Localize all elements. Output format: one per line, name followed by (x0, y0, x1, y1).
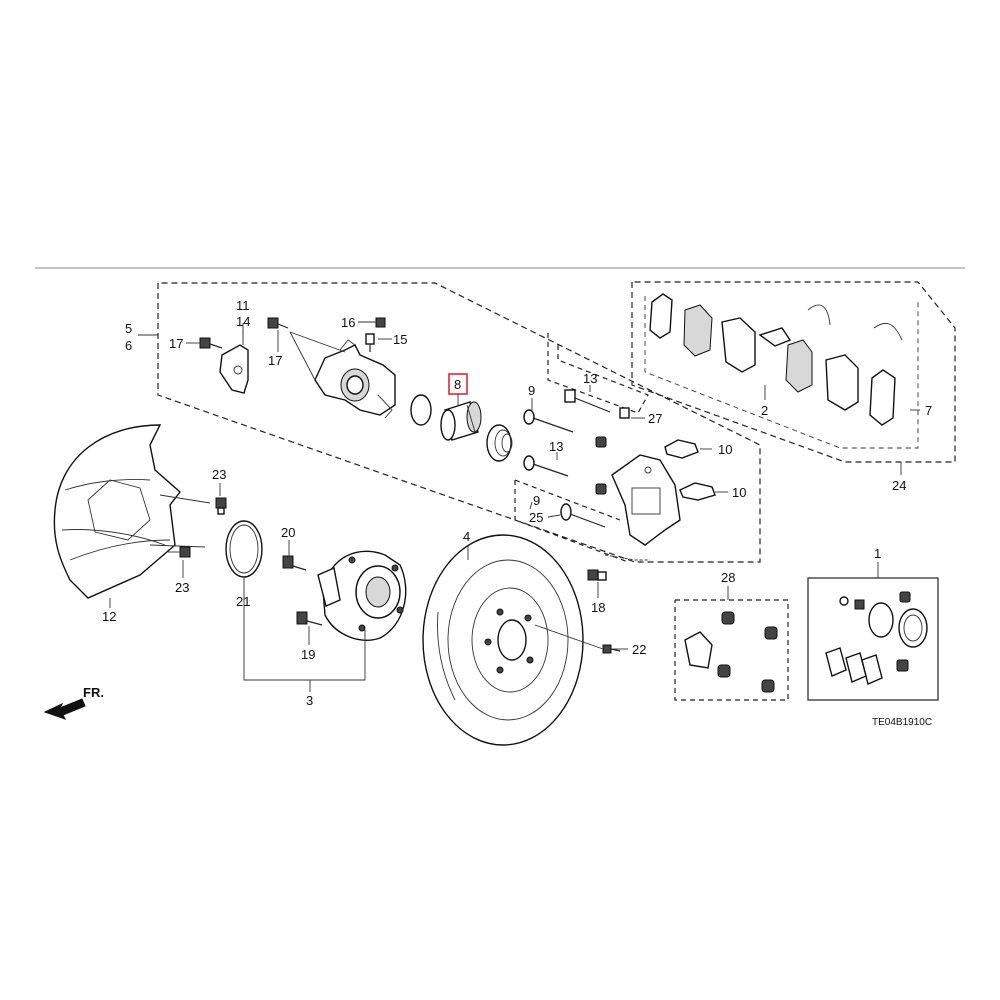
leader-lines (109, 321, 920, 692)
callout-16: 16 (341, 315, 355, 330)
callout-1: 1 (874, 546, 881, 561)
caliper-body (289, 331, 396, 419)
bolt-17-right (267, 317, 289, 329)
hardware-kit-parts (684, 611, 778, 693)
piston-boot (486, 424, 513, 462)
callout-22: 22 (632, 642, 646, 657)
callout-8: 8 (454, 377, 461, 392)
callout-21: 21 (236, 594, 250, 609)
hub-bolt-20 (282, 555, 307, 571)
pad-retainer-lower (679, 482, 716, 501)
bolt-23-lower (168, 546, 191, 558)
callout-18: 18 (591, 600, 605, 615)
callout-9b: 9 (533, 493, 540, 508)
dust-shield (53, 424, 211, 599)
callout-10a: 10 (718, 442, 732, 457)
bleeder-screw (365, 333, 375, 352)
callout-5: 5 (125, 321, 132, 336)
front-marker-label: FR. (83, 685, 104, 700)
pad-retainer-upper (664, 439, 699, 459)
piston-seal (410, 394, 432, 426)
callout-12: 12 (102, 609, 116, 624)
callout-28: 28 (721, 570, 735, 585)
guide-pin-upper (523, 409, 574, 433)
guide-pin-box (514, 333, 649, 563)
callout-17b: 17 (268, 353, 282, 368)
callout-23b: 23 (175, 580, 189, 595)
hub-bearing-unit (317, 550, 407, 641)
callout-labels: 5 6 17 11 14 17 16 15 9 13 27 13 10 10 9… (102, 298, 932, 708)
callout-19: 19 (301, 647, 315, 662)
caliper-bracket (611, 454, 681, 546)
guide-pin-25 (560, 503, 606, 528)
callout-25: 25 (529, 510, 543, 525)
piston (440, 401, 482, 441)
parking-brake-bracket (219, 330, 249, 394)
callout-13a: 13 (583, 371, 597, 386)
brake-disc (422, 534, 584, 746)
callout-15: 15 (393, 332, 407, 347)
guide-pin-13-upper (564, 389, 611, 413)
bolt-18 (587, 554, 650, 581)
pad-set-box (631, 281, 956, 463)
callout-3: 3 (306, 693, 313, 708)
disc-screw (534, 624, 621, 654)
drawing-code: TE04B1910C (872, 717, 932, 728)
callout-14: 14 (236, 314, 250, 329)
callout-7: 7 (925, 403, 932, 418)
pin-boots (595, 407, 630, 495)
bolt-17-left (199, 337, 223, 349)
callout-2: 2 (761, 403, 768, 418)
callout-11: 11 (236, 298, 250, 313)
callout-23a: 23 (212, 467, 226, 482)
brake-pad-set (649, 293, 903, 426)
bleeder-cap (375, 317, 386, 328)
seal-kit-parts (825, 591, 928, 685)
callout-27: 27 (648, 411, 662, 426)
callout-9a: 9 (528, 383, 535, 398)
callout-10b: 10 (732, 485, 746, 500)
callout-6: 6 (125, 338, 132, 353)
front-direction-arrow: FR. (43, 685, 104, 720)
callout-20: 20 (281, 525, 295, 540)
bolt-23-upper (215, 497, 227, 515)
callout-4: 4 (463, 529, 470, 544)
hub-bolt-19 (296, 611, 323, 626)
o-ring (225, 520, 263, 578)
callout-24: 24 (892, 478, 906, 493)
guide-pin-lower (523, 455, 569, 477)
seal-kit-box (807, 577, 939, 701)
callout-17a: 17 (169, 336, 183, 351)
hardware-kit-box (674, 599, 789, 701)
highlight-box-8: 8 (448, 373, 468, 405)
caliper-assembly-box (157, 282, 761, 563)
callout-13b: 13 (549, 439, 563, 454)
